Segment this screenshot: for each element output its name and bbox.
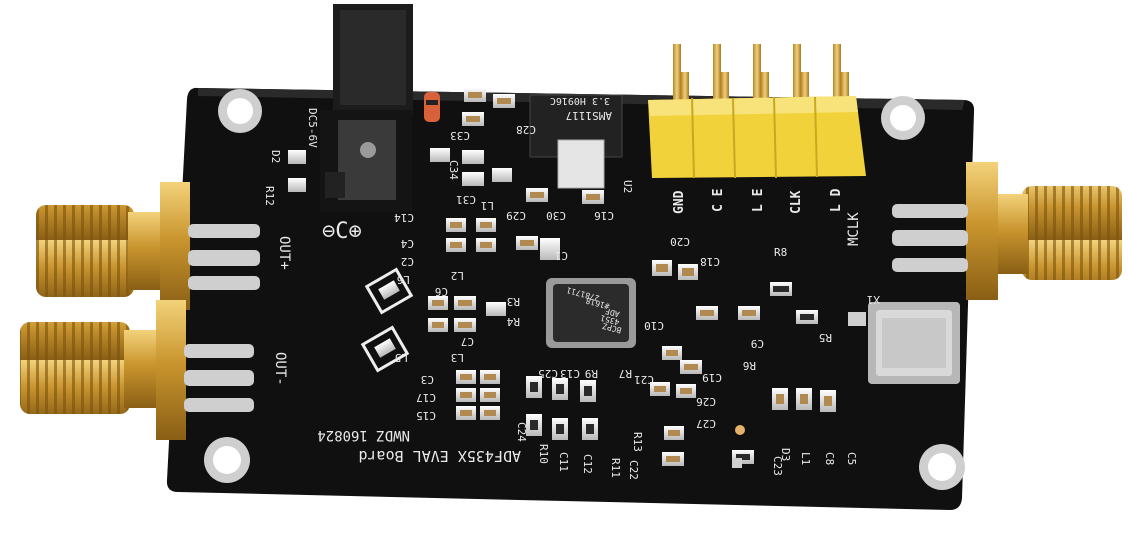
refdes-l1: L1 [799,452,812,465]
refdes-l5: L5 [395,351,408,364]
refdes-c23: C23 [771,456,784,476]
refdes-c2: C2 [401,255,414,268]
crystal-oscillator [848,302,960,384]
regulator-text-2: 3.3 H0916C [550,95,610,106]
sma-connector-mclk [892,162,1122,300]
regulator-text-1: AMS1117 [566,109,612,122]
dc-power-jack [320,4,413,212]
refdes-c3: C3 [421,373,434,386]
refdes-r13: R13 [631,432,644,452]
label-out-plus: OUT+ [276,236,292,270]
pin-label-ce: C E [711,189,726,212]
refdes-r5: R5 [819,331,832,344]
refdes-c31: C31 [456,193,476,206]
refdes-r10: R10 [537,444,550,464]
sma-connector-out-minus [20,300,254,440]
refdes-l3: L3 [451,351,464,364]
sma-connector-out-plus [36,182,260,310]
board-name: ADF435X EVAL Board [358,447,521,465]
refdes-d2: D2 [269,150,282,163]
refdes-c5: C5 [845,452,858,465]
refdes-r8: R8 [774,246,787,259]
label-mclk: MCLK [846,212,862,246]
refdes-r4: R4 [506,315,520,328]
refdes-c26: C26 [696,395,716,408]
refdes-c1: C1 [555,249,568,262]
mount-hole [204,437,250,483]
refdes-c4: C4 [400,237,414,250]
pin-label-le: L E [751,189,766,212]
refdes-c33: C33 [450,129,470,142]
refdes-c29: C29 [506,209,526,222]
smd-components [288,88,836,468]
refdes-r12: R12 [263,186,276,206]
refdes-c28: C28 [516,123,536,136]
refdes-c10: C10 [644,319,664,332]
refdes-c14: C14 [394,211,414,224]
refdes-c12: C12 [581,454,594,474]
refdes-c13: C13 [560,367,580,380]
refdes-c8: C8 [823,452,836,465]
voltage-regulator: AMS1117 3.3 H0916C [529,94,623,189]
refdes-r11: R11 [609,458,622,478]
refdes-r9: R9 [585,367,598,380]
mount-hole [919,444,965,490]
refdes-c18: C18 [700,255,720,268]
refdes-c22: C22 [627,460,640,480]
refdes-c21: C21 [634,373,654,386]
refdes-c20: C20 [670,235,690,248]
pin-header [648,44,866,179]
mount-hole [881,96,925,140]
mount-hole [218,89,262,133]
header-pin-labels: GND C E L E CLK L D [672,188,844,214]
refdes-c17: C17 [416,391,436,404]
refdes-r6: R6 [743,359,756,372]
pin-label-clk: CLK [789,190,804,214]
pin-label-ld: L D [829,188,844,212]
refdes-l1: L1 [481,199,494,212]
refdes-r7: R7 [619,367,632,380]
refdes-c7: C7 [461,335,474,348]
refdes-c19: C19 [702,371,722,384]
refdes-l6: L6 [397,273,410,286]
refdes-u2: U2 [621,180,634,193]
pll-chip: ADF 4351 BCPZ #1618 2781711 [546,278,636,348]
refdes-l2: L2 [451,269,464,282]
refdes-d3: D3 [779,448,792,461]
label-out-minus: OUT- [272,352,288,386]
refdes-c24: C24 [515,422,528,442]
refdes-c15: C15 [416,409,436,422]
diode [424,92,440,122]
refdes-c11: C11 [557,452,570,472]
refdes-c9: C9 [751,337,764,350]
refdes-c30: C30 [546,209,566,222]
pin-label-gnd: GND [672,190,687,214]
chip-text-1: ADF [604,306,620,318]
refdes-c27: C27 [696,417,716,430]
refdes-c6: C6 [435,285,448,298]
board-code: NWDZ 160824 [317,427,410,443]
refdes-r3: R3 [507,295,520,308]
power-label: DC5-6V [306,108,319,148]
label-crystal: X1 [867,293,880,306]
refdes-c16: C16 [594,209,614,222]
refdes-c25: C25 [538,367,558,380]
polarity-symbol: ⊖C⊕ [322,219,362,244]
refdes-c34: C34 [447,160,460,180]
